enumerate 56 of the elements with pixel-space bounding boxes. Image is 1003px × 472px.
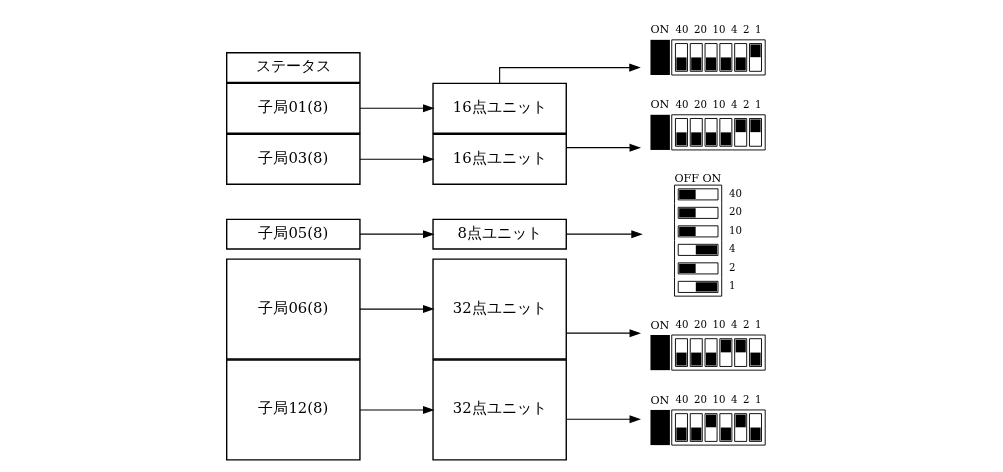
arrow (359, 104, 435, 113)
node-label: 20 (693, 99, 707, 111)
node-label: 10 (712, 394, 726, 406)
node-box: 子局05(8) (226, 218, 361, 250)
node-label: ON (650, 98, 670, 112)
node-label: 1 (755, 24, 762, 36)
arrow (565, 329, 641, 338)
arrow (359, 305, 435, 314)
node-label: 2 (729, 261, 736, 273)
node-label: 20 (729, 206, 743, 218)
node-label: 20 (693, 394, 707, 406)
node-label: 2 (742, 394, 750, 406)
arrow (359, 155, 435, 164)
node-label: 10 (712, 99, 726, 111)
node-box: 16点ユニット (432, 133, 567, 185)
node-label: 1 (755, 394, 762, 406)
node-label: 1 (729, 280, 736, 292)
node-box: 32点ユニット (432, 258, 567, 360)
node-label: ON (650, 318, 670, 332)
node-label: 4 (730, 99, 738, 111)
arrow (565, 143, 641, 152)
arrow (565, 230, 643, 239)
node-label: 20 (693, 24, 707, 36)
node-label: 40 (675, 319, 689, 331)
node-label: 4 (730, 394, 738, 406)
node-box: 16点ユニット (432, 82, 567, 134)
node-label: 4 (730, 24, 738, 36)
node-label: ON (650, 23, 670, 37)
arrow (359, 405, 435, 414)
node-label: 1 (755, 319, 762, 331)
node-label: 10 (729, 224, 743, 236)
node-label: 4 (730, 319, 738, 331)
node-label: 4 (729, 243, 736, 255)
node-box: 32点ユニット (432, 359, 567, 461)
node-box: 子局12(8) (226, 359, 361, 461)
node-label: 40 (729, 187, 743, 199)
node-label: 40 (675, 394, 689, 406)
node-label: 20 (693, 319, 707, 331)
node-label: ON (650, 393, 670, 407)
node-label: 1 (755, 99, 762, 111)
arrow (499, 63, 641, 84)
node-label: 40 (675, 99, 689, 111)
node-box: 子局03(8) (226, 133, 361, 185)
node-box: 子局06(8) (226, 258, 361, 360)
node-label: 2 (742, 319, 750, 331)
node-box: 子局01(8) (226, 82, 361, 134)
arrow (565, 415, 641, 424)
node-label: 10 (712, 24, 726, 36)
arrow (359, 230, 435, 239)
node-label: 2 (742, 24, 750, 36)
node-box: ステータス (226, 52, 361, 84)
node-label: 40 (675, 24, 689, 36)
node-label: OFF ON (674, 171, 722, 185)
node-label: 10 (712, 319, 726, 331)
node-box: 8点ユニット (432, 218, 567, 250)
node-label: 2 (742, 99, 750, 111)
